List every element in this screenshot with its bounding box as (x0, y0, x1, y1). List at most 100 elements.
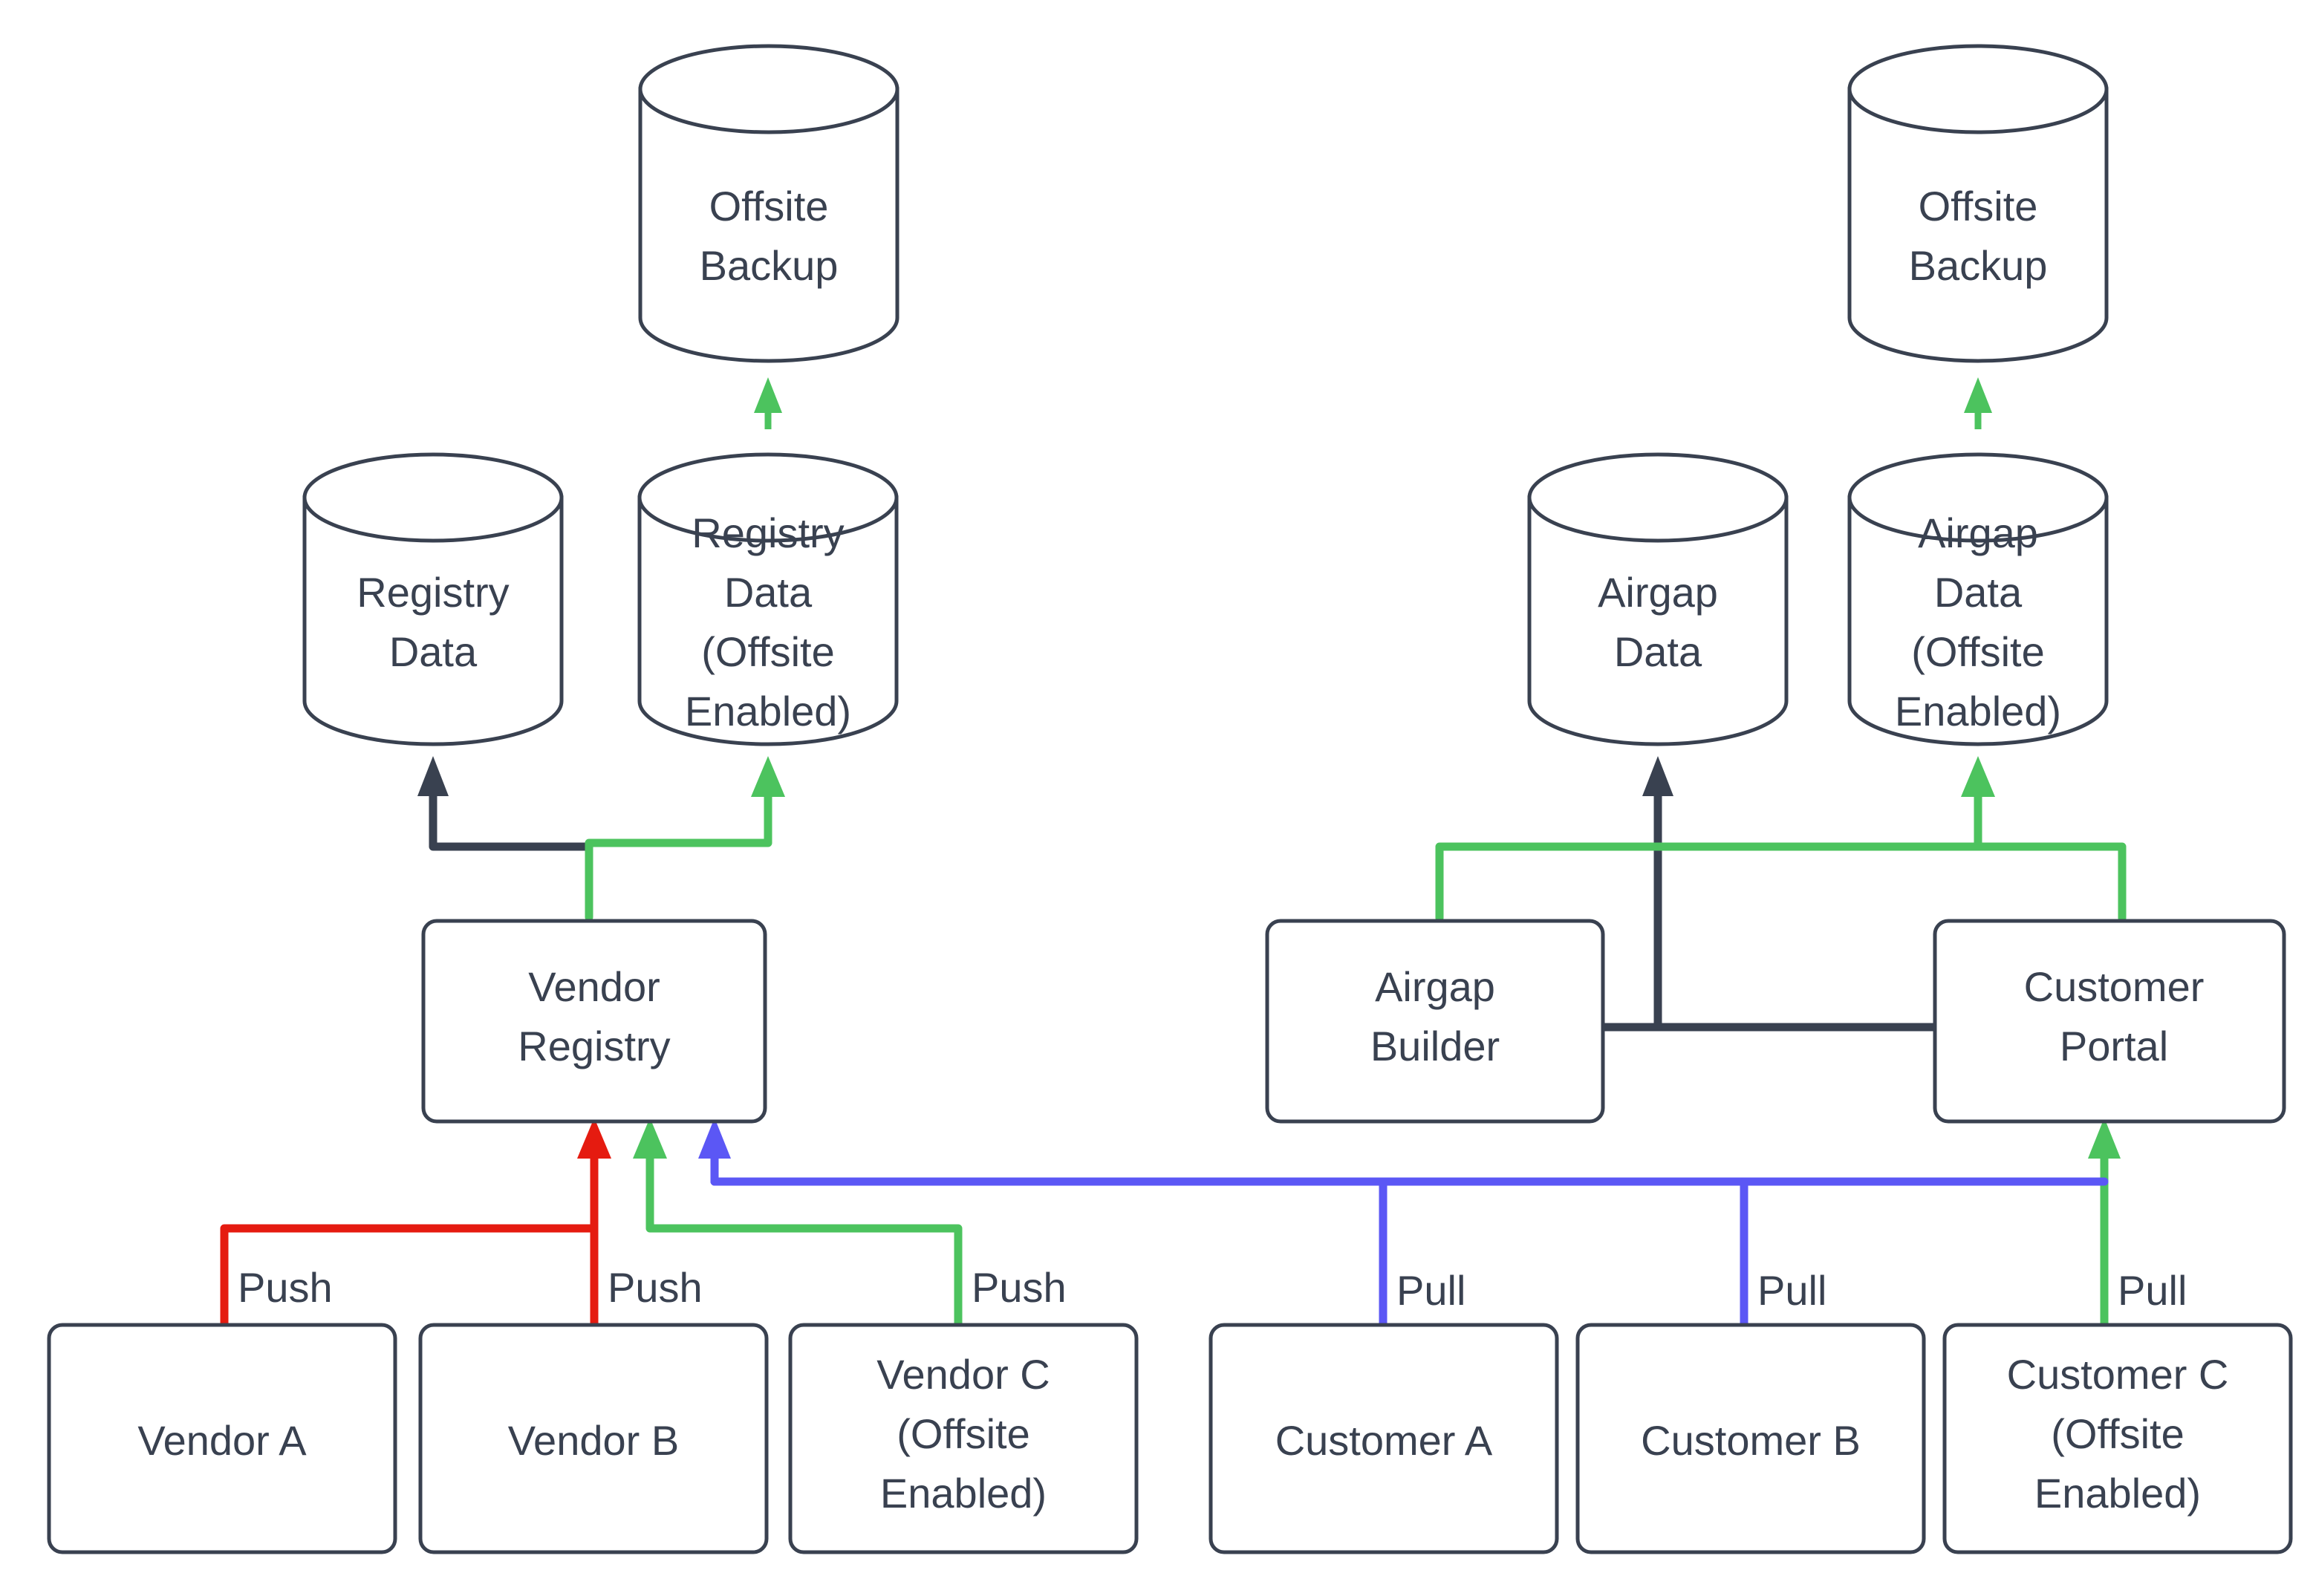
node-offsite-backup-right[interactable]: Offsite Backup (1847, 44, 2109, 363)
airgap-data-body (1527, 495, 1789, 746)
edge-label-customer-b-pull: Pull (1757, 1267, 1826, 1314)
edge-label-vendor-c-push: Push (972, 1264, 1067, 1311)
edge-path-vendor-c-push (645, 1139, 963, 1329)
node-customer-portal[interactable]: Customer Portal (1933, 919, 2286, 1124)
arrowhead-offsite-backup-left (754, 377, 782, 413)
airgap-data-top (1527, 452, 1789, 543)
offsite-backup-right-label-2: Backup (1909, 242, 2048, 289)
edge-path-airgap-builder-green (1435, 842, 1982, 922)
edge-label-customer-c-pull: Pull (2118, 1267, 2187, 1314)
vendor-c-label-1: Vendor C (876, 1351, 1050, 1398)
node-airgap-builder[interactable]: Airgap Builder (1265, 919, 1605, 1124)
offsite-backup-left-label-1: Offsite (709, 183, 829, 229)
airgap-builder-label-2: Builder (1370, 1023, 1500, 1069)
vendor-c-label-3: Enabled) (880, 1470, 1047, 1517)
customer-a-label: Customer A (1275, 1417, 1493, 1464)
edge-path-registry-data-offsite (585, 783, 772, 922)
arrowhead-customer-c-pull (2088, 1118, 2121, 1159)
customer-a-box (1208, 1323, 1559, 1554)
airgap-data-label-2: Data (1614, 628, 1702, 675)
node-airgap-data[interactable]: Airgap Data (1527, 452, 1789, 746)
edge-vendor-c-push (633, 1118, 963, 1329)
customer-portal-box (1933, 919, 2286, 1124)
edge-registry-offsite-to-offsite-backup (754, 377, 782, 429)
registry-data-label-1: Registry (357, 569, 509, 616)
customer-portal-label-1: Customer (2024, 963, 2205, 1010)
edge-label-vendor-b-push: Push (608, 1264, 703, 1311)
customer-c-label-2: (Offsite (2051, 1410, 2184, 1457)
offsite-backup-left-body (638, 87, 900, 363)
customer-c-label-3: Enabled) (2034, 1470, 2201, 1517)
node-offsite-backup-left[interactable]: Offsite Backup (638, 44, 900, 363)
edge-airgap-offsite-to-offsite-backup (1964, 377, 1992, 429)
arrowhead-vendor-c-push (633, 1118, 667, 1159)
node-registry-data-offsite[interactable]: Registry Data (Offsite Enabled) (637, 452, 899, 746)
edge-label-customer-a-pull: Pull (1396, 1267, 1465, 1314)
node-customer-a[interactable]: Customer A (1208, 1323, 1559, 1554)
vendor-a-label: Vendor A (137, 1417, 307, 1464)
vendor-c-box (788, 1323, 1139, 1554)
airgap-builder-label-1: Airgap (1375, 963, 1495, 1010)
node-customer-b[interactable]: Customer B (1575, 1323, 1926, 1554)
airgap-data-offsite-label-4: Enabled) (1895, 688, 2061, 735)
vendor-b-label: Vendor B (508, 1417, 679, 1464)
customer-b-label: Customer B (1641, 1417, 1861, 1464)
registry-data-offsite-label-1: Registry (692, 509, 844, 556)
arrowhead-offsite-backup-right (1964, 377, 1992, 413)
vendor-b-box (418, 1323, 769, 1554)
offsite-backup-left-label-2: Backup (700, 242, 839, 289)
edge-label-vendor-a-push: Push (238, 1264, 333, 1311)
offsite-backup-right-top (1847, 44, 2109, 134)
offsite-backup-right-body (1847, 87, 2109, 363)
node-vendor-c[interactable]: Vendor C (Offsite Enabled) (788, 1323, 1139, 1554)
node-customer-c[interactable]: Customer C (Offsite Enabled) (1942, 1323, 2293, 1554)
arrowhead-registry-data (417, 756, 449, 796)
registry-data-offsite-top (637, 452, 899, 543)
node-vendor-a[interactable]: Vendor A (47, 1323, 397, 1554)
edge-vendor-registry-to-registry-data (417, 756, 591, 851)
vendor-registry-label-2: Registry (518, 1023, 670, 1069)
customer-c-label-1: Customer C (2007, 1351, 2229, 1398)
arrowhead-customer-a-pull (698, 1118, 731, 1159)
arrowhead-airgap-offsite (1961, 756, 1995, 797)
edge-airgap-builder-to-airgap-offsite (1435, 842, 1982, 922)
offsite-backup-right-label-1: Offsite (1919, 183, 2038, 229)
vendor-registry-label-1: Vendor (528, 963, 660, 1010)
node-vendor-b[interactable]: Vendor B (418, 1323, 769, 1554)
vendor-c-label-2: (Offsite (897, 1410, 1029, 1457)
node-registry-data[interactable]: Registry Data (302, 452, 564, 746)
arrowhead-airgap-data (1642, 756, 1673, 796)
vendor-a-box (47, 1323, 397, 1554)
customer-portal-label-2: Portal (2060, 1023, 2168, 1069)
arrowhead-vendor-a-push (577, 1118, 611, 1159)
registry-data-offsite-label-4: Enabled) (685, 688, 851, 735)
airgap-data-offsite-body (1847, 495, 2109, 746)
registry-data-body (302, 495, 564, 746)
registry-data-offsite-body (637, 495, 899, 746)
edge-customer-b-pull (710, 1177, 1748, 1329)
edge-path-customer-b-pull (710, 1177, 1748, 1329)
edge-path-customer-portal-green (1974, 783, 2127, 922)
arrowhead-registry-data-offsite (751, 756, 785, 797)
vendor-registry-box (421, 919, 767, 1124)
customer-c-box (1942, 1323, 2293, 1554)
airgap-data-offsite-label-1: Airgap (1918, 509, 2038, 556)
edge-path-registry-data (429, 783, 591, 851)
airgap-data-offsite-label-3: (Offsite (1911, 628, 2044, 675)
edge-customer-portal-to-airgap-data (1642, 756, 1941, 1032)
node-vendor-registry[interactable]: Vendor Registry (421, 919, 767, 1124)
edge-customer-c-pull (2088, 1118, 2121, 1329)
customer-b-box (1575, 1323, 1926, 1554)
airgap-data-label-1: Airgap (1598, 569, 1718, 616)
airgap-data-offsite-top (1847, 452, 2109, 543)
registry-data-top (302, 452, 564, 543)
edge-vendor-registry-to-registry-data-offsite (585, 756, 785, 922)
edge-path-airgap-data (1653, 783, 1941, 1032)
node-airgap-data-offsite[interactable]: Airgap Data (Offsite Enabled) (1847, 452, 2109, 746)
registry-data-offsite-label-3: (Offsite (701, 628, 834, 675)
airgap-builder-box (1265, 919, 1605, 1124)
registry-data-label-2: Data (389, 628, 478, 675)
offsite-backup-left-top (638, 44, 900, 134)
